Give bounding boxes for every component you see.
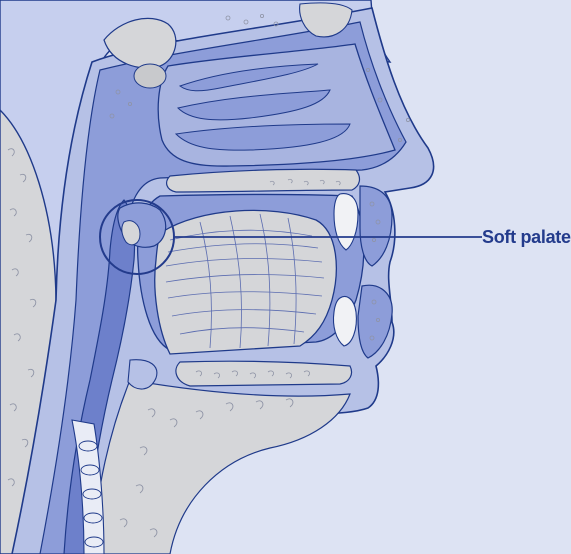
soft-palate-label: Soft palate: [482, 223, 571, 251]
neck-tissue: [92, 380, 350, 554]
sinus-bone: [134, 64, 166, 88]
tongue: [155, 210, 337, 354]
mandible: [176, 361, 352, 386]
